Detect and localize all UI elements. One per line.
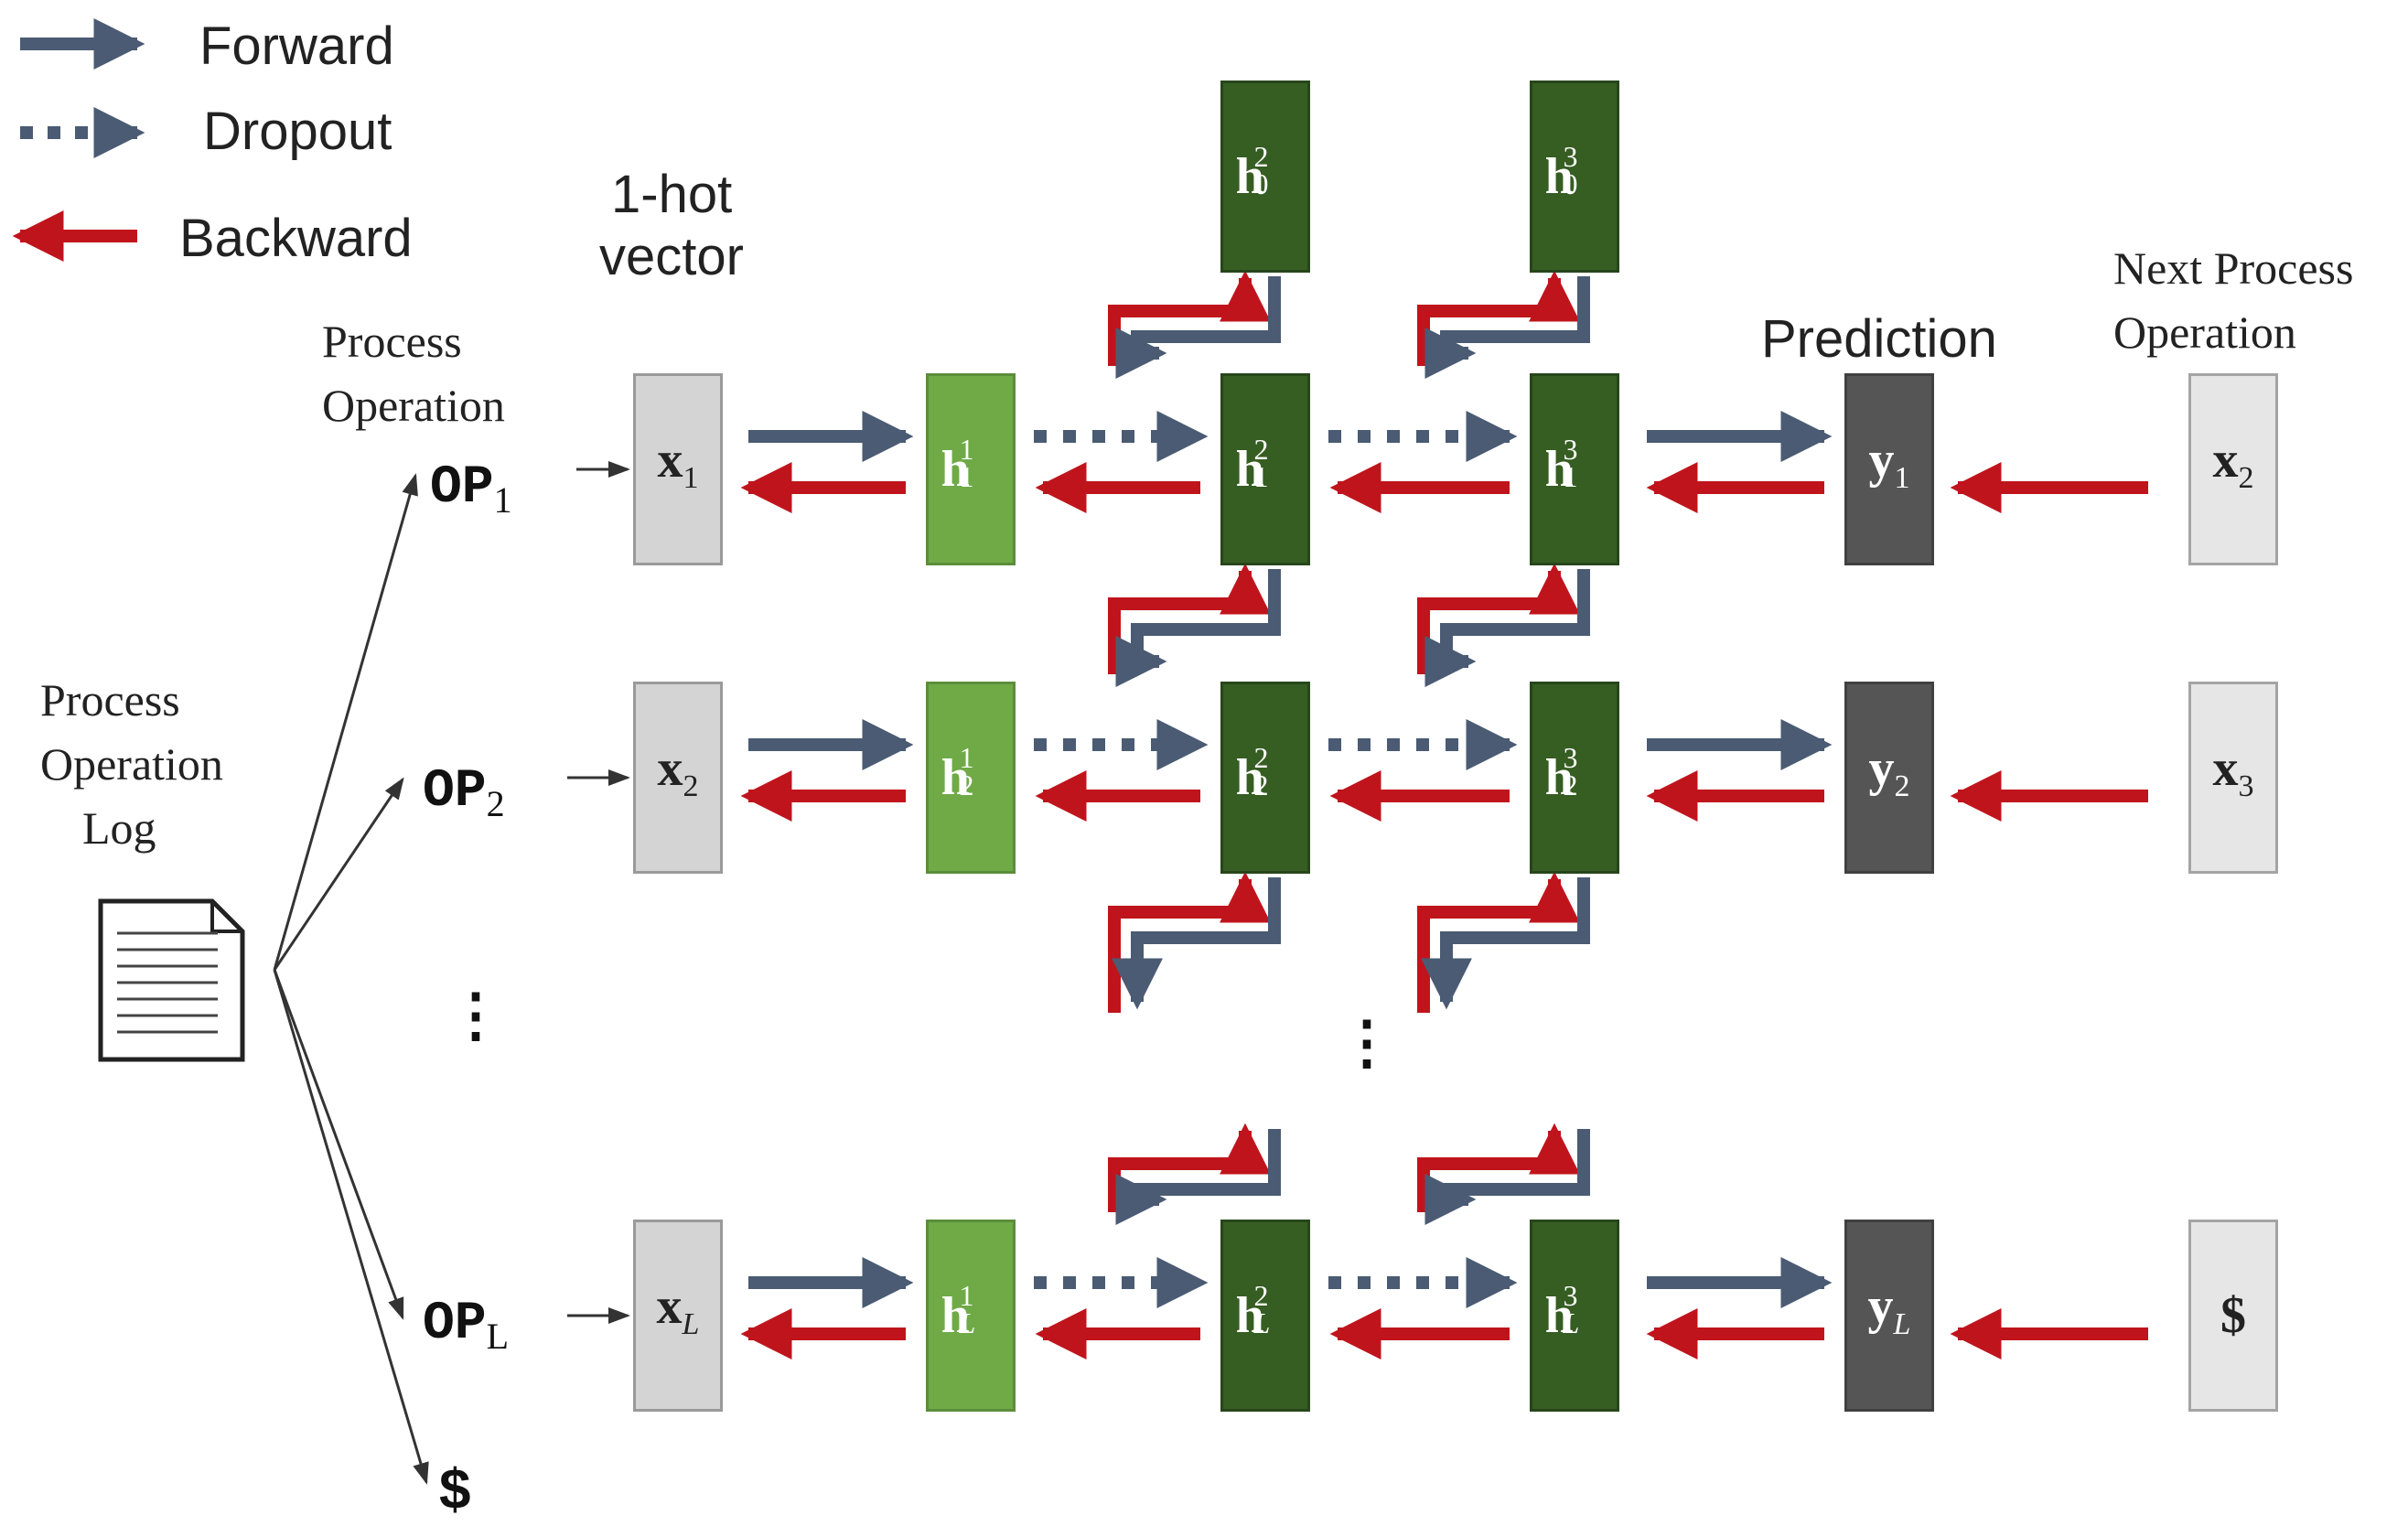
recurrent-forward-arrow xyxy=(1115,569,1281,687)
recurrent-forward-arrow xyxy=(1424,276,1590,379)
next-operation-label: $ xyxy=(2220,1287,2246,1344)
op-label-L: OPL xyxy=(423,1295,510,1358)
ops-ellipsis: ⋮ xyxy=(446,982,505,1048)
process-operation-label-line2: Operation xyxy=(322,380,505,431)
output-label: y2 xyxy=(1868,740,1910,803)
next-operation-x3: x3 xyxy=(2188,682,2278,874)
legend-forward-label: Forward xyxy=(199,16,394,76)
log-label-line3: Log xyxy=(82,802,156,854)
recurrent-forward-arrow xyxy=(1115,276,1281,379)
end-of-sequence-symbol: $ xyxy=(439,1458,471,1521)
output-prediction-yL: yL xyxy=(1844,1220,1934,1412)
legend-backward-label: Backward xyxy=(179,209,413,268)
recurrent-forward-arrow xyxy=(1112,877,1281,1010)
recurrent-forward-arrow xyxy=(1421,877,1590,1010)
prediction-label: Prediction xyxy=(1761,309,1997,369)
recurrent-forward-arrow xyxy=(1115,1129,1281,1225)
legend-dropout-label: Dropout xyxy=(203,102,392,161)
recurrent-forward-arrow xyxy=(1424,569,1590,687)
output-label: yL xyxy=(1867,1278,1911,1341)
next-operation-x2: x2 xyxy=(2188,373,2278,565)
input-vector-label: x1 xyxy=(657,432,699,495)
input-vector-label: xL xyxy=(656,1278,700,1341)
next-operation-end: $ xyxy=(2188,1220,2278,1412)
log-label-line2: Operation xyxy=(40,738,223,790)
onehot-label-line1: 1-hot xyxy=(611,165,733,224)
op-label-2: OP2 xyxy=(423,762,505,825)
next-operation-label-line1: Next Process xyxy=(2113,242,2354,294)
recurrent-backward-arrow xyxy=(1417,1123,1580,1212)
input-vector-xL: xL xyxy=(633,1220,723,1412)
output-prediction-y1: y1 xyxy=(1844,373,1934,565)
process-operation-label-line1: Process xyxy=(322,316,462,367)
next-operation-label: x3 xyxy=(2212,740,2254,803)
recurrent-backward-arrow xyxy=(1417,563,1580,674)
op-label-1: OP1 xyxy=(430,458,512,521)
recurrent-backward-arrow xyxy=(1108,1123,1271,1212)
output-label: y1 xyxy=(1868,432,1910,495)
log-to-opL-line xyxy=(273,969,404,1320)
log-label-line1: Process xyxy=(40,674,180,726)
onehot-label-line2: vector xyxy=(599,227,744,286)
next-operation-label: x2 xyxy=(2212,432,2254,495)
arrow-layer xyxy=(12,18,2148,1485)
log-to-end-line xyxy=(273,969,429,1485)
input-vector-x2: x2 xyxy=(633,682,723,874)
log-to-op2-line xyxy=(273,777,404,971)
recurrent-backward-arrow xyxy=(1108,270,1271,366)
input-vector-label: x2 xyxy=(657,740,699,803)
recurrent-backward-arrow xyxy=(1108,563,1271,674)
rows-ellipsis: ⋮ xyxy=(1338,1009,1396,1075)
log-to-op1-line xyxy=(273,473,418,971)
document-icon-fold xyxy=(210,901,242,933)
next-operation-label-line2: Operation xyxy=(2113,306,2296,358)
output-prediction-y2: y2 xyxy=(1844,682,1934,874)
recurrent-backward-arrow xyxy=(1417,270,1580,366)
input-vector-x1: x1 xyxy=(633,373,723,565)
recurrent-forward-arrow xyxy=(1424,1129,1590,1225)
document-icon xyxy=(98,898,245,1062)
